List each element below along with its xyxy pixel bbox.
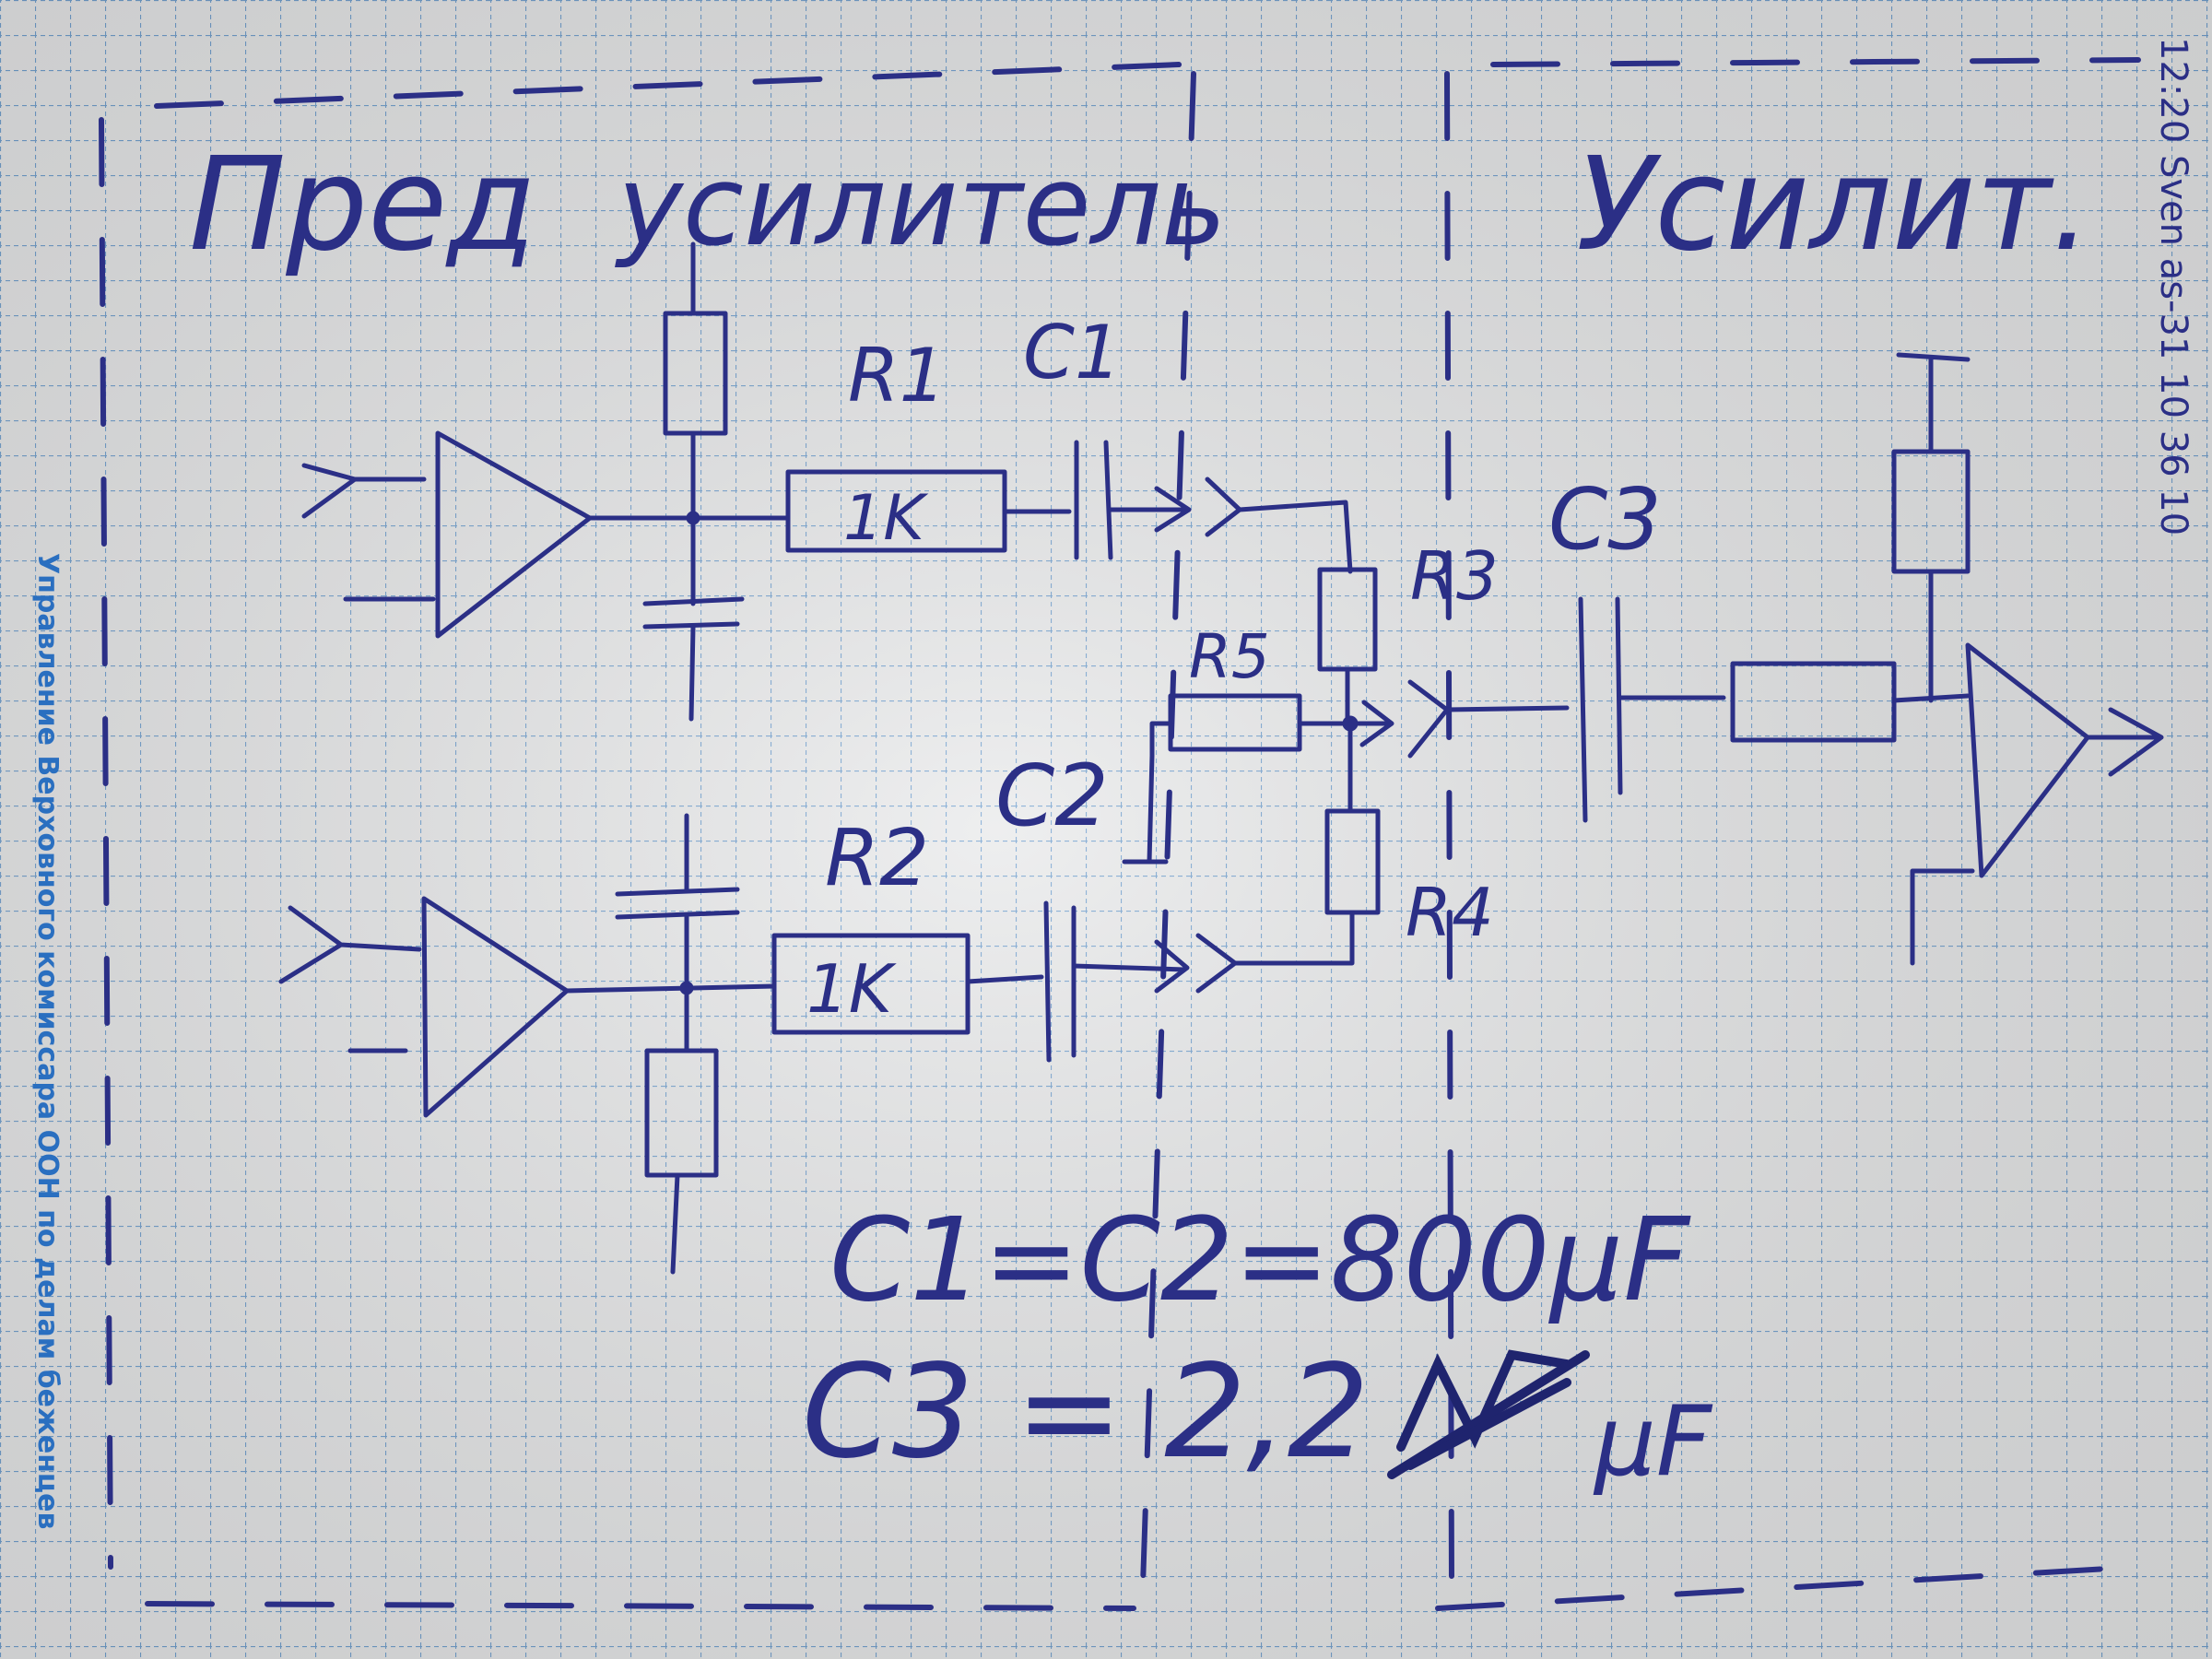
r1-label: R1	[848, 333, 946, 418]
c1-capacitor	[1074, 440, 1113, 560]
r2-resistor	[771, 933, 971, 1035]
r2-label: R2	[825, 813, 929, 904]
preamp-2-triangle	[421, 896, 570, 1118]
input-1-arrow	[301, 463, 427, 519]
c2-capacitor	[1043, 900, 1077, 1063]
preamp-title-word-2: усилитель	[615, 143, 1227, 271]
amp-title: Усилит.	[1576, 130, 2092, 280]
c1-label: C1	[1023, 310, 1122, 395]
c3-label: C3	[1548, 470, 1662, 569]
note-line-1: C1=C2=800μF	[830, 1194, 1691, 1327]
note-line-2-prefix: C3 = 2,2	[802, 1337, 1370, 1488]
r3-label: R3	[1410, 537, 1499, 615]
top-cap-2	[615, 887, 740, 920]
edge-scribble: 12:20 Sven as-31 10 36 10	[2152, 37, 2194, 535]
channel-2	[278, 813, 1238, 1275]
preamp-title-word-1: Пред	[189, 130, 536, 280]
r4-label: R4	[1406, 874, 1494, 951]
r5-label: R5	[1189, 621, 1270, 692]
mixer-network	[1122, 567, 1570, 966]
power-amp-triangle	[1965, 642, 2090, 878]
channel-1	[301, 241, 1353, 722]
note-line-2-unit: μF	[1593, 1385, 1713, 1498]
r2-value: 1K	[806, 950, 897, 1028]
crossed-out-scribble	[1387, 1349, 1590, 1479]
c2-label: C2	[995, 747, 1109, 845]
power-amp	[1578, 352, 2164, 966]
connector-1	[1205, 477, 1353, 574]
section-border-dashes	[99, 57, 2141, 1611]
preamp-2-output-wire	[564, 983, 777, 994]
connector-2	[1195, 933, 1238, 994]
connector-mix-out	[1407, 679, 1570, 759]
input-2-arrow	[278, 905, 422, 984]
output-arrow	[2085, 707, 2164, 777]
margin-print-text: Управление Верховного комиссара ООН по д…	[31, 553, 64, 1530]
pulldown-resistor-2	[644, 1048, 719, 1178]
preamp-1-triangle	[435, 430, 593, 639]
r1-value: 1K	[843, 482, 929, 555]
